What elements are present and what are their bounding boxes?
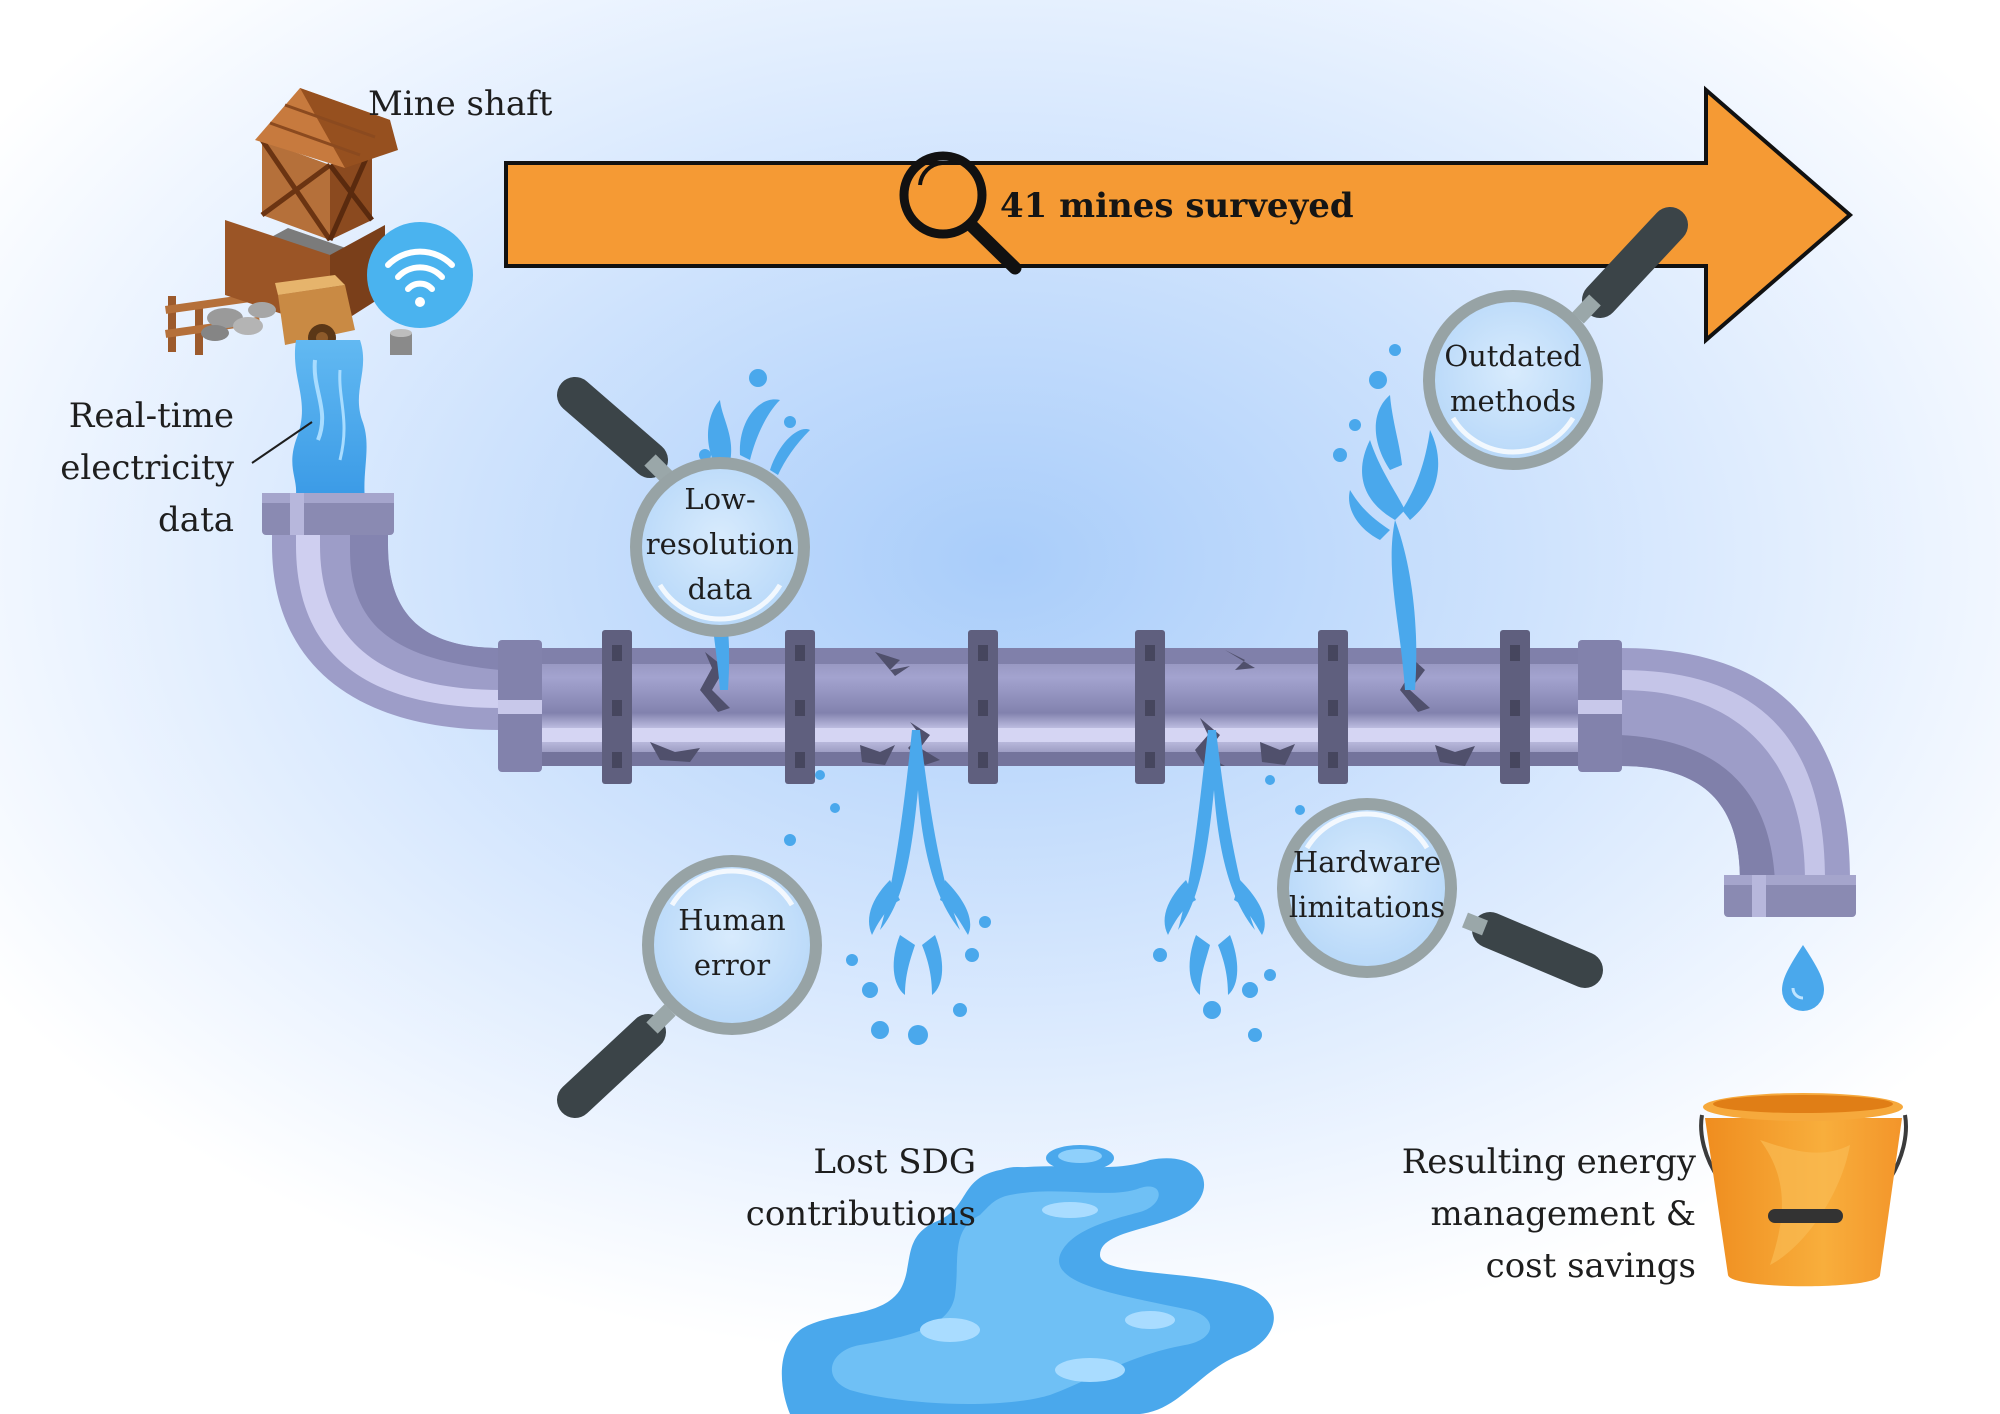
result-label-line-2: management & [1430,1194,1696,1234]
source-label-line-3: data [158,500,234,540]
source-pointer-line [251,421,313,464]
bucket-icon [1699,1093,1908,1287]
water-drop-icon [1782,945,1824,1011]
wifi-icon [367,222,473,328]
lens-outdated-label: Outdated methods [1413,334,1613,424]
mine-shaft-label: Mine shaft [368,84,553,124]
lens-human-label: Human error [632,898,832,988]
survey-arrow [504,85,1854,345]
lens-low-resolution-line-1: Low- [684,482,756,516]
lens-human-line-2: error [693,948,771,982]
lens-hardware-label: Hardware limitations [1267,840,1467,930]
lens-outdated-methods [1423,207,1688,470]
lens-low-resolution-label: Low- resolution data [620,477,820,612]
lens-low-resolution [557,377,810,637]
lens-human-error [557,855,822,1118]
mine-shaft-icon [164,88,412,355]
lens-outdated-line-1: Outdated [1444,339,1582,373]
lens-low-resolution-line-2: resolution [645,527,795,561]
source-label: Real-time electricity data [40,390,234,546]
source-label-line-2: electricity [60,448,234,488]
lost-label-line-2: contributions [745,1194,976,1234]
lens-outdated-line-2: methods [1450,384,1576,418]
lost-label-line-1: Lost SDG [813,1142,976,1182]
source-label-line-1: Real-time [68,396,234,436]
lens-hardware-line-2: limitations [1288,890,1446,924]
magnifier-icon [899,151,1022,275]
water-stream [292,340,367,500]
puddle-icon [781,1145,1274,1414]
pipe-flange-bolts [612,645,1520,768]
lens-hardware-limitations [1277,798,1603,988]
result-label-line-1: Resulting energy [1401,1142,1696,1182]
pipeline [262,493,1856,917]
lost-label: Lost SDG contributions [700,1136,976,1240]
lens-low-resolution-line-3: data [687,572,753,606]
water-leak-icon [699,344,1439,1045]
lens-hardware-line-1: Hardware [1292,845,1442,879]
arrow-label: 41 mines surveyed [1000,186,1354,226]
lens-human-line-1: Human [678,903,786,937]
result-label-line-3: cost savings [1485,1246,1696,1286]
result-label: Resulting energy management & cost savin… [1360,1136,1696,1292]
